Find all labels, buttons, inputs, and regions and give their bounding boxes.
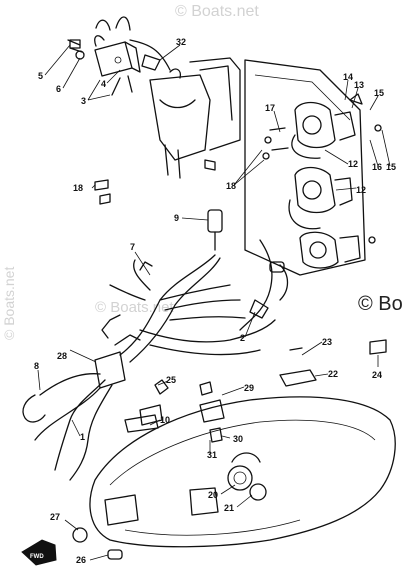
- part-number-10: 10: [160, 415, 170, 425]
- part-number-14: 14: [343, 72, 353, 82]
- part-number-6: 6: [56, 84, 61, 94]
- part-number-12-upper: 12: [348, 159, 358, 169]
- part-number-9: 9: [174, 213, 179, 223]
- part-number-23: 23: [322, 337, 332, 347]
- leader-lines: [37, 44, 391, 561]
- part-number-16: 16: [372, 162, 382, 172]
- part-number-18-left: 18: [73, 183, 83, 193]
- part-number-1: 1: [80, 432, 85, 442]
- part-number-29: 29: [244, 383, 254, 393]
- fuse-holder: [207, 209, 223, 251]
- part-number-32: 32: [176, 37, 186, 47]
- ignition-coil-assembly: [67, 16, 171, 96]
- bottom-cowl: [72, 339, 396, 560]
- part-number-30: 30: [233, 434, 243, 444]
- watermark-middle: © Boats.net: [95, 299, 174, 316]
- part-number-4: 4: [101, 79, 106, 89]
- watermark-right: © Bo: [358, 293, 403, 315]
- part-number-2: 2: [240, 333, 245, 343]
- part-number-8: 8: [34, 361, 39, 371]
- svg-text:FWD: FWD: [30, 554, 44, 560]
- part-number-17: 17: [265, 103, 275, 113]
- watermark-left-vertical: © Boats.net: [1, 267, 17, 340]
- wire-harness: [22, 239, 289, 481]
- part-number-5: 5: [38, 71, 43, 81]
- part-number-28: 28: [57, 351, 67, 361]
- part-number-26: 26: [76, 555, 86, 565]
- part-number-20: 20: [208, 490, 218, 500]
- part-number-31: 31: [207, 450, 217, 460]
- part-number-18-right: 18: [226, 181, 236, 191]
- watermark-top: © Boats.net: [175, 3, 259, 20]
- part-number-3: 3: [81, 96, 86, 106]
- part-number-25: 25: [166, 375, 176, 385]
- part-number-labels: 5 6 3 4 32 14 13 15 17 12 16 15 12 18 18…: [34, 37, 396, 565]
- bolts-left: [94, 179, 111, 205]
- part-number-24: 24: [372, 370, 382, 380]
- switch-panel: [244, 59, 382, 276]
- part-number-21: 21: [224, 503, 234, 513]
- part-number-15-lower: 15: [386, 162, 396, 172]
- part-number-7: 7: [130, 242, 135, 252]
- part-number-13: 13: [354, 80, 364, 90]
- part-number-27: 27: [50, 512, 60, 522]
- center-bracket: [149, 57, 241, 179]
- part-number-15-upper: 15: [374, 88, 384, 98]
- part-number-12-lower: 12: [356, 185, 366, 195]
- fwd-arrow-icon: FWD: [21, 539, 57, 566]
- part-number-22: 22: [328, 369, 338, 379]
